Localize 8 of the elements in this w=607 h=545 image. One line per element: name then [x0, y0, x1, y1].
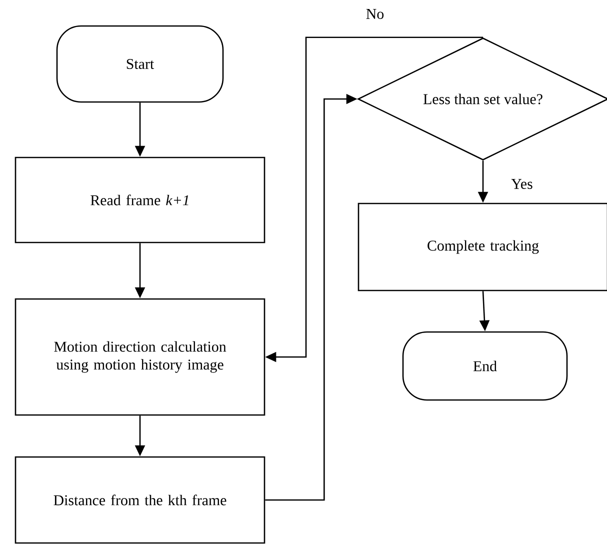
end-terminal: End: [402, 331, 568, 401]
process-box: Complete tracking: [358, 202, 607, 292]
edge-label: Yes: [510, 178, 534, 190]
process-box: Motion direction calculation using motion history image: [14, 298, 266, 416]
process-box: Distance from the kth frame: [14, 456, 266, 544]
start-terminal: Start: [56, 25, 224, 103]
process-box: Read frame k+1: [14, 156, 266, 244]
edge-label: No: [364, 8, 386, 20]
